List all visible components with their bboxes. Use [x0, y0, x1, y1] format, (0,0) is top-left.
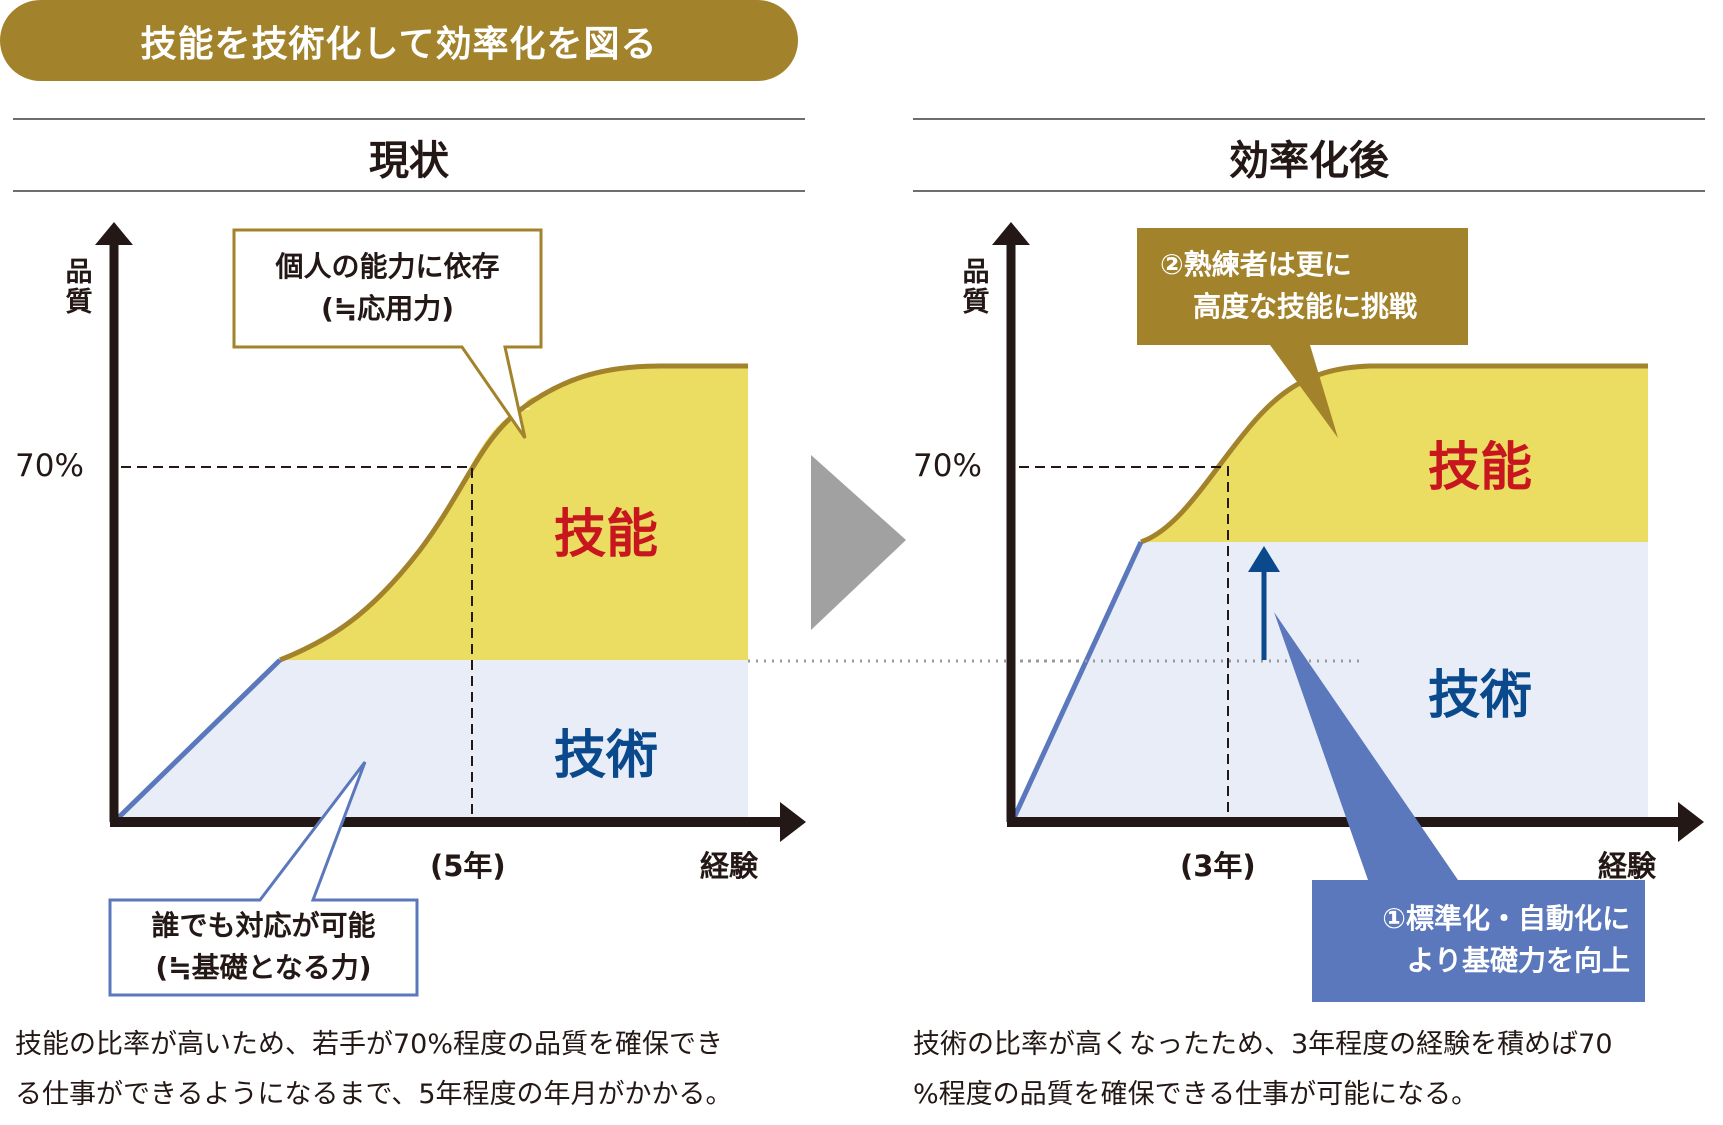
right-heading: 効率化後: [1229, 138, 1389, 184]
left-70pct-label: 70%: [15, 448, 84, 484]
left-heading: 現状: [369, 138, 449, 184]
next-arrow-icon: [811, 455, 906, 630]
left-tech-label: 技術: [554, 726, 659, 786]
title-text: 技能を技術化して効率化を図る: [140, 23, 658, 65]
right-tech-area: [1013, 542, 1648, 820]
right-bottom-callout-text: ①標準化・自動化に より基礎力を向上: [1382, 902, 1630, 977]
right-x-arrow-icon: [1678, 802, 1704, 842]
left-caption: 技能の比率が高いため、若手が70%程度の品質を確保でき る仕事ができるようになる…: [15, 1029, 733, 1110]
left-y-axis-label: 品質: [65, 257, 93, 318]
improve-arrow-icon: [1248, 546, 1280, 572]
right-bottom-callout-box: [1274, 612, 1645, 1002]
right-chart: [992, 222, 1704, 1002]
left-skill-label: 技能: [554, 505, 659, 565]
left-bottom-callout-text: 誰でも対応が可能 (≒基礎となる力): [151, 909, 376, 984]
left-top-callout-text: 個人の能力に依存 (≒応用力): [275, 250, 500, 325]
right-top-callout-box: [1137, 228, 1468, 438]
left-x-arrow-icon: [780, 802, 806, 842]
left-skill-area: [280, 366, 748, 660]
left-top-rule: [13, 118, 805, 120]
left-tech-line: [114, 658, 282, 822]
left-tech-area: [116, 660, 748, 820]
right-70pct-label: 70%: [913, 448, 982, 484]
left-bottom-callout-box: [108, 761, 419, 997]
right-x-axis-label: 経験: [1598, 849, 1657, 883]
right-y-arrow-icon: [992, 222, 1030, 245]
right-skill-label: 技能: [1428, 438, 1533, 498]
right-top-callout-text: ②熟練者は更に 高度な技能に挑戦: [1160, 248, 1418, 323]
right-tech-label: 技術: [1428, 666, 1533, 726]
right-70pct-guide: [1019, 466, 1229, 820]
right-top-rule: [913, 118, 1705, 120]
left-x-axis-label: 経験: [700, 849, 759, 883]
right-y-axis-label: 品質: [962, 257, 990, 318]
left-70pct-guide: [121, 466, 473, 820]
left-top-callout-box: [232, 228, 543, 439]
left-y-arrow-icon: [95, 222, 133, 245]
left-x-marker: (5年): [430, 849, 506, 883]
title-banner: 技能を技術化して効率化を図る: [0, 0, 798, 81]
left-bottom-rule: [13, 190, 805, 192]
right-skill-area: [1141, 366, 1648, 542]
right-tech-line: [1010, 540, 1144, 822]
right-x-marker: (3年): [1180, 849, 1256, 883]
left-chart: [95, 222, 806, 997]
right-caption: 技術の比率が高くなったため、3年程度の経験を積めば70 %程度の品質を確保できる…: [913, 1029, 1613, 1110]
right-skill-curve: [1140, 363, 1648, 545]
right-bottom-rule: [913, 190, 1705, 192]
